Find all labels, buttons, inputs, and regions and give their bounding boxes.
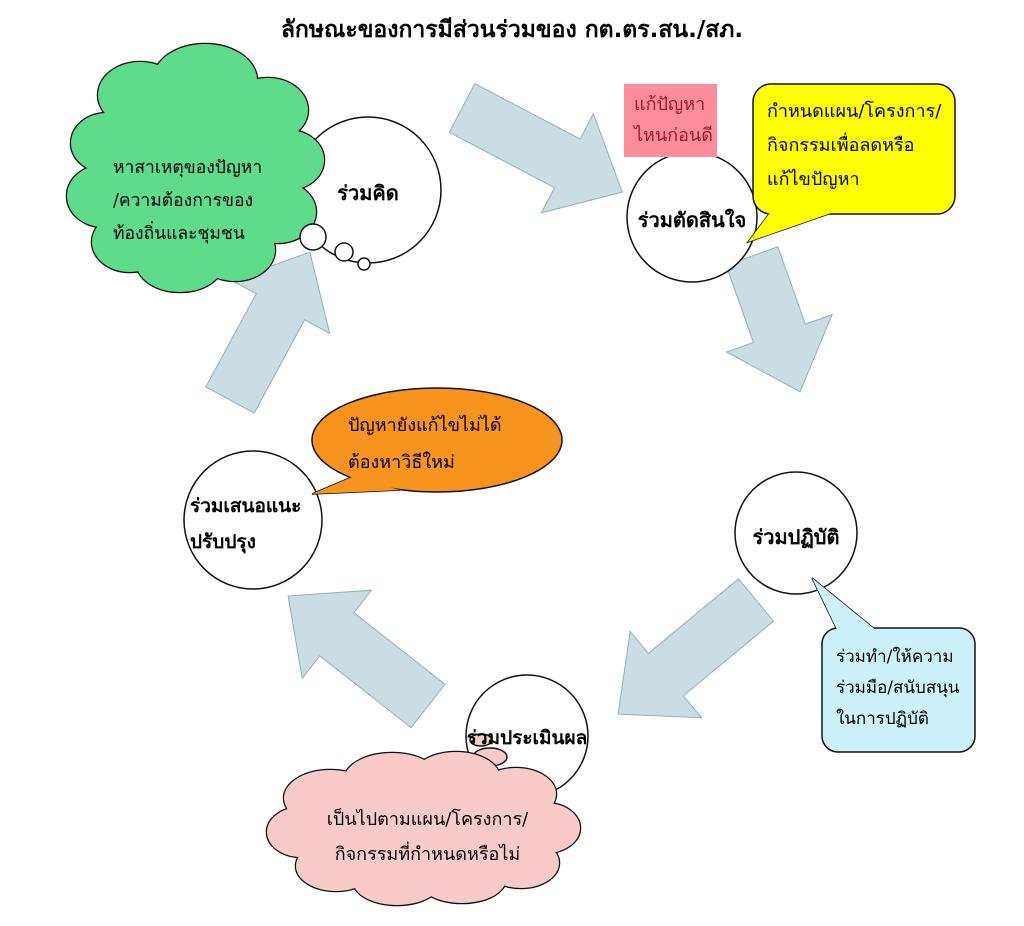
problem-priority-box: แก้ปัญหา ไหนก่อนดี	[624, 84, 717, 157]
node-evaluate-label: ร่วมประเมินผล	[466, 727, 588, 749]
arrow-think-to-decide	[448, 82, 623, 214]
orange-bubble-text-line-2: ต้องหาวิธีใหม่	[348, 452, 455, 473]
pink-thought-cloud	[265, 750, 582, 907]
arrow-act-to-evaluate	[617, 578, 775, 719]
node-suggest-label-line-2: ปรับปรุง	[190, 531, 256, 553]
problem-priority-line-1: แก้ปัญหา	[634, 94, 706, 115]
node-suggest-label: ร่วมเสนอแนะ ปรับปรุง	[190, 488, 330, 560]
green-cloud-text: หาสาเหตุของปัญหา /ความต้องการของ ท้องถิ่…	[113, 152, 298, 251]
pink-cloud-text: เป็นไปตามแผน/โครงการ/ กิจกรรมที่กำหนดหรื…	[300, 802, 555, 872]
pink-cloud-text-line-2: กิจกรรมที่กำหนดหรือไม่	[334, 844, 521, 865]
cyan-bubble-text: ร่วมทำ/ให้ความ ร่วมมือ/สนับสนุน ในการปฏิ…	[836, 642, 971, 735]
orange-bubble-text-line-1: ปัญหายังแก้ไขไม่ได้	[348, 415, 502, 436]
arrow-decide-to-act	[725, 246, 834, 393]
green-cloud-text-line-3: ท้องถิ่นและชุมชน	[113, 224, 245, 244]
pink-cloud-text-line-1: เป็นไปตามแผน/โครงการ/	[326, 809, 529, 830]
cyan-bubble-text-line-2: ร่วมมือ/สนับสนุน	[836, 678, 960, 698]
arrow-evaluate-to-suggest	[287, 589, 446, 729]
yellow-bubble-text-line-3: แก้ไขปัญหา	[767, 169, 860, 190]
orange-speech-bubble	[311, 387, 563, 495]
arrow-suggest-to-think	[205, 251, 331, 414]
yellow-bubble-text-line-2: กิจกรรมเพื่อลดหรือ	[767, 135, 915, 156]
yellow-speech-bubble	[745, 83, 956, 244]
orange-bubble-text: ปัญหายังแก้ไขไม่ได้ ต้องหาวิธีใหม่	[348, 407, 548, 481]
cyan-bubble-text-line-1: ร่วมทำ/ให้ความ	[836, 647, 954, 667]
node-think-label: ร่วมคิด	[337, 181, 399, 205]
node-act-circle	[734, 471, 858, 595]
thought-trail-bubbles	[299, 223, 371, 271]
node-act-label: ร่วมปฏิบัติ	[752, 525, 840, 549]
node-suggest-circle	[183, 450, 323, 590]
problem-priority-line-2: ไหนก่อนดี	[634, 125, 713, 146]
diagram-title: ลักษณะของการมีส่วนร่วมของ กต.ตร.สน./สภ.	[280, 17, 744, 43]
node-decide-label: ร่วมตัดสินใจ	[637, 208, 747, 232]
green-thought-cloud	[65, 42, 326, 294]
green-cloud-text-line-1: หาสาเหตุของปัญหา	[113, 158, 263, 178]
green-cloud-text-line-2: /ความต้องการของ	[113, 191, 254, 211]
cyan-bubble-text-line-3: ในการปฏิบัติ	[836, 709, 929, 729]
cyan-speech-bubble	[811, 577, 976, 753]
yellow-bubble-text-line-1: กำหนดแผน/โครงการ/	[767, 101, 942, 122]
node-suggest-label-line-1: ร่วมเสนอแนะ	[190, 495, 302, 517]
yellow-bubble-text: กำหนดแผน/โครงการ/ กิจกรรมเพื่อลดหรือ แก้…	[767, 95, 947, 197]
